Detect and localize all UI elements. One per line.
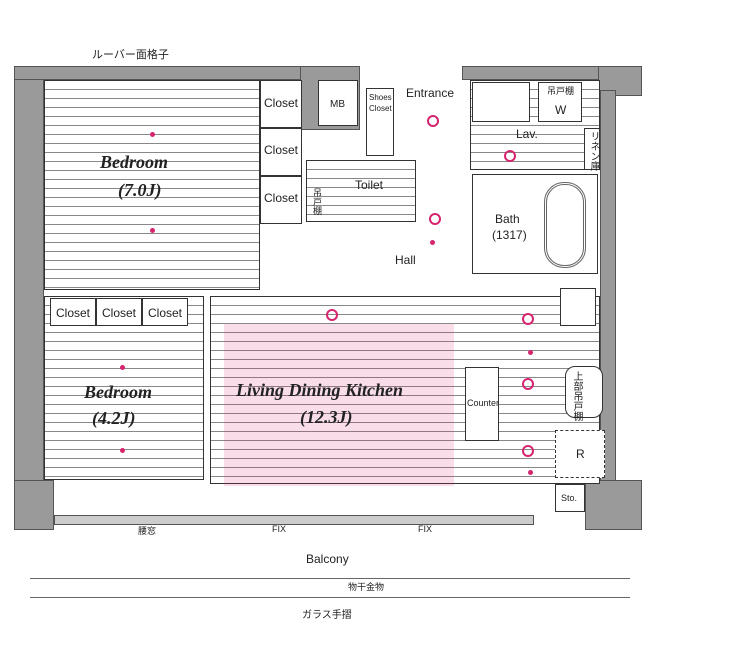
bedroom-2-name: Bedroom (84, 382, 153, 402)
light-icon (504, 150, 516, 162)
washer-space: 吊戸棚 W (538, 82, 582, 122)
closet-5[interactable]: Closet (96, 298, 142, 326)
glass-rail-label: ガラス手摺 (302, 610, 352, 621)
wall-north-left (14, 66, 304, 80)
downlight-icon (528, 350, 533, 355)
toilet-cabinet-label: 吊戸棚 (312, 188, 322, 215)
closet-1[interactable]: Closet (260, 80, 302, 128)
lav-label: Lav. (516, 127, 538, 141)
bath-label: Bath (495, 212, 520, 226)
ldk-size: (12.3J) (300, 407, 353, 427)
stove (560, 288, 596, 326)
downlight-icon (120, 448, 125, 453)
mb-room: MB (318, 80, 358, 126)
downlight-icon (150, 228, 155, 233)
light-icon (427, 115, 439, 127)
toilet (306, 160, 416, 222)
closet-2[interactable]: Closet (260, 128, 302, 176)
fix-label-2: FIX (418, 524, 433, 534)
closet-6[interactable]: Closet (142, 298, 188, 326)
light-icon (326, 309, 338, 321)
counter: Counter (465, 367, 499, 441)
closet-3[interactable]: Closet (260, 176, 302, 224)
linen-closet[interactable]: リネン庫 (584, 128, 600, 171)
louver-label: ルーバー面格子 (92, 49, 169, 61)
ldk-name: Living Dining Kitchen (236, 380, 404, 400)
bedroom-1-size: (7.0J) (118, 180, 162, 200)
balcony-label: Balcony (306, 552, 349, 566)
light-icon (522, 378, 534, 390)
shoes-closet[interactable]: Shoes Closet (366, 88, 394, 156)
bedroom-1 (44, 80, 260, 290)
bedroom-2-size: (4.2J) (92, 408, 136, 428)
closet-4[interactable]: Closet (50, 298, 96, 326)
downlight-icon (528, 470, 533, 475)
light-icon (429, 213, 441, 225)
hall-label: Hall (395, 253, 416, 267)
light-icon (522, 313, 534, 325)
entrance-label: Entrance (406, 86, 455, 100)
wall-se (585, 480, 642, 530)
koshimado-label: 腰窓 (138, 526, 157, 536)
wall-west (14, 66, 44, 516)
storage[interactable]: Sto. (555, 484, 585, 512)
fix-label-1: FIX (272, 524, 287, 534)
bedroom-1-name: Bedroom (100, 152, 169, 172)
ldk (210, 296, 600, 484)
downlight-icon (120, 365, 125, 370)
upper-cabinet: 上部吊戸棚 (565, 366, 603, 421)
bathtub (544, 182, 586, 268)
window-sill (54, 515, 534, 525)
drying-hardware-label: 物干金物 (348, 582, 385, 592)
light-icon (522, 445, 534, 457)
bath-size: (1317) (492, 228, 527, 242)
balcony-rail (30, 578, 630, 598)
wall-sw (14, 480, 54, 530)
fridge-space: R (555, 430, 605, 478)
toilet-label: Toilet (355, 178, 384, 192)
downlight-icon (150, 132, 155, 137)
ldk-highlight (224, 324, 454, 486)
vanity (472, 82, 530, 122)
downlight-icon (430, 240, 435, 245)
